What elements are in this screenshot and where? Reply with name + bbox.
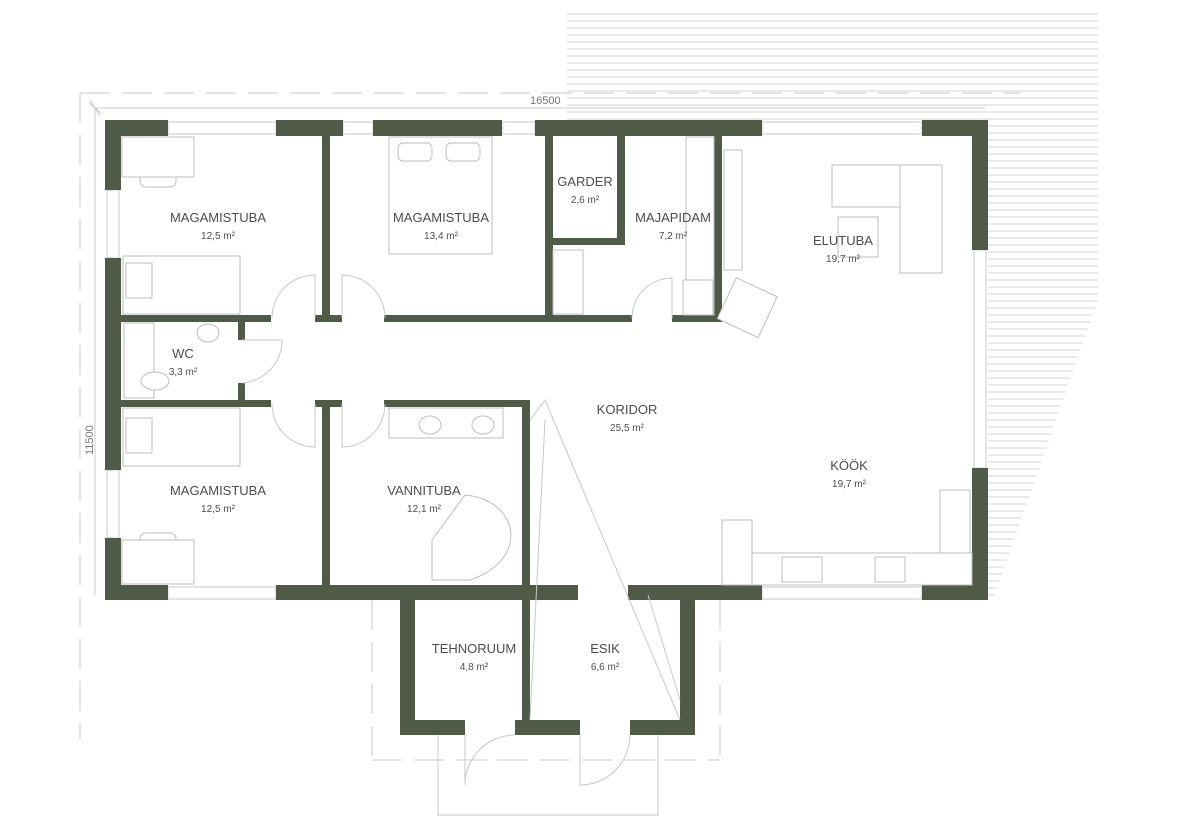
room-name: MAGAMISTUBA [393, 210, 489, 225]
room-area: 19,7 m² [832, 479, 867, 490]
room-area: 4,8 m² [460, 662, 489, 673]
room-name: MAJAPIDAM [635, 210, 711, 225]
room-area: 7,2 m² [659, 231, 688, 242]
room-name: ELUTUBA [813, 233, 873, 248]
room-name: GARDER [557, 174, 613, 189]
width-dimension: 16500 [530, 95, 561, 107]
room-area: 25,5 m² [610, 423, 645, 434]
room-area: 12,5 m² [201, 504, 236, 515]
depth-dimension: 11500 [84, 425, 96, 455]
room-name: MAGAMISTUBA [170, 210, 266, 225]
room-name: ESIK [590, 641, 620, 656]
room-labels: MAGAMISTUBA 12,5 m² MAGAMISTUBA 13,4 m² GARD… [169, 174, 873, 673]
room-name: TEHNORUUM [432, 641, 517, 656]
room-name: WC [172, 346, 194, 361]
room-area: 12,5 m² [201, 231, 236, 242]
furniture [121, 136, 973, 586]
room-name: MAGAMISTUBA [170, 483, 266, 498]
room-area: 12,1 m² [407, 504, 442, 515]
room-name: KORIDOR [597, 402, 658, 417]
room-name: VANNITUBA [387, 483, 461, 498]
room-area: 6,6 m² [591, 662, 620, 673]
doors [241, 274, 681, 786]
terrace-deck [567, 13, 1098, 596]
room-area: 2,6 m² [571, 195, 600, 206]
walls [105, 120, 988, 735]
room-name: KÖÖK [830, 458, 868, 473]
room-area: 19,7 m² [826, 254, 861, 265]
room-area: 3,3 m² [169, 367, 198, 378]
dimension-lines: 16500 11500 [79, 92, 1020, 816]
room-area: 13,4 m² [424, 231, 459, 242]
